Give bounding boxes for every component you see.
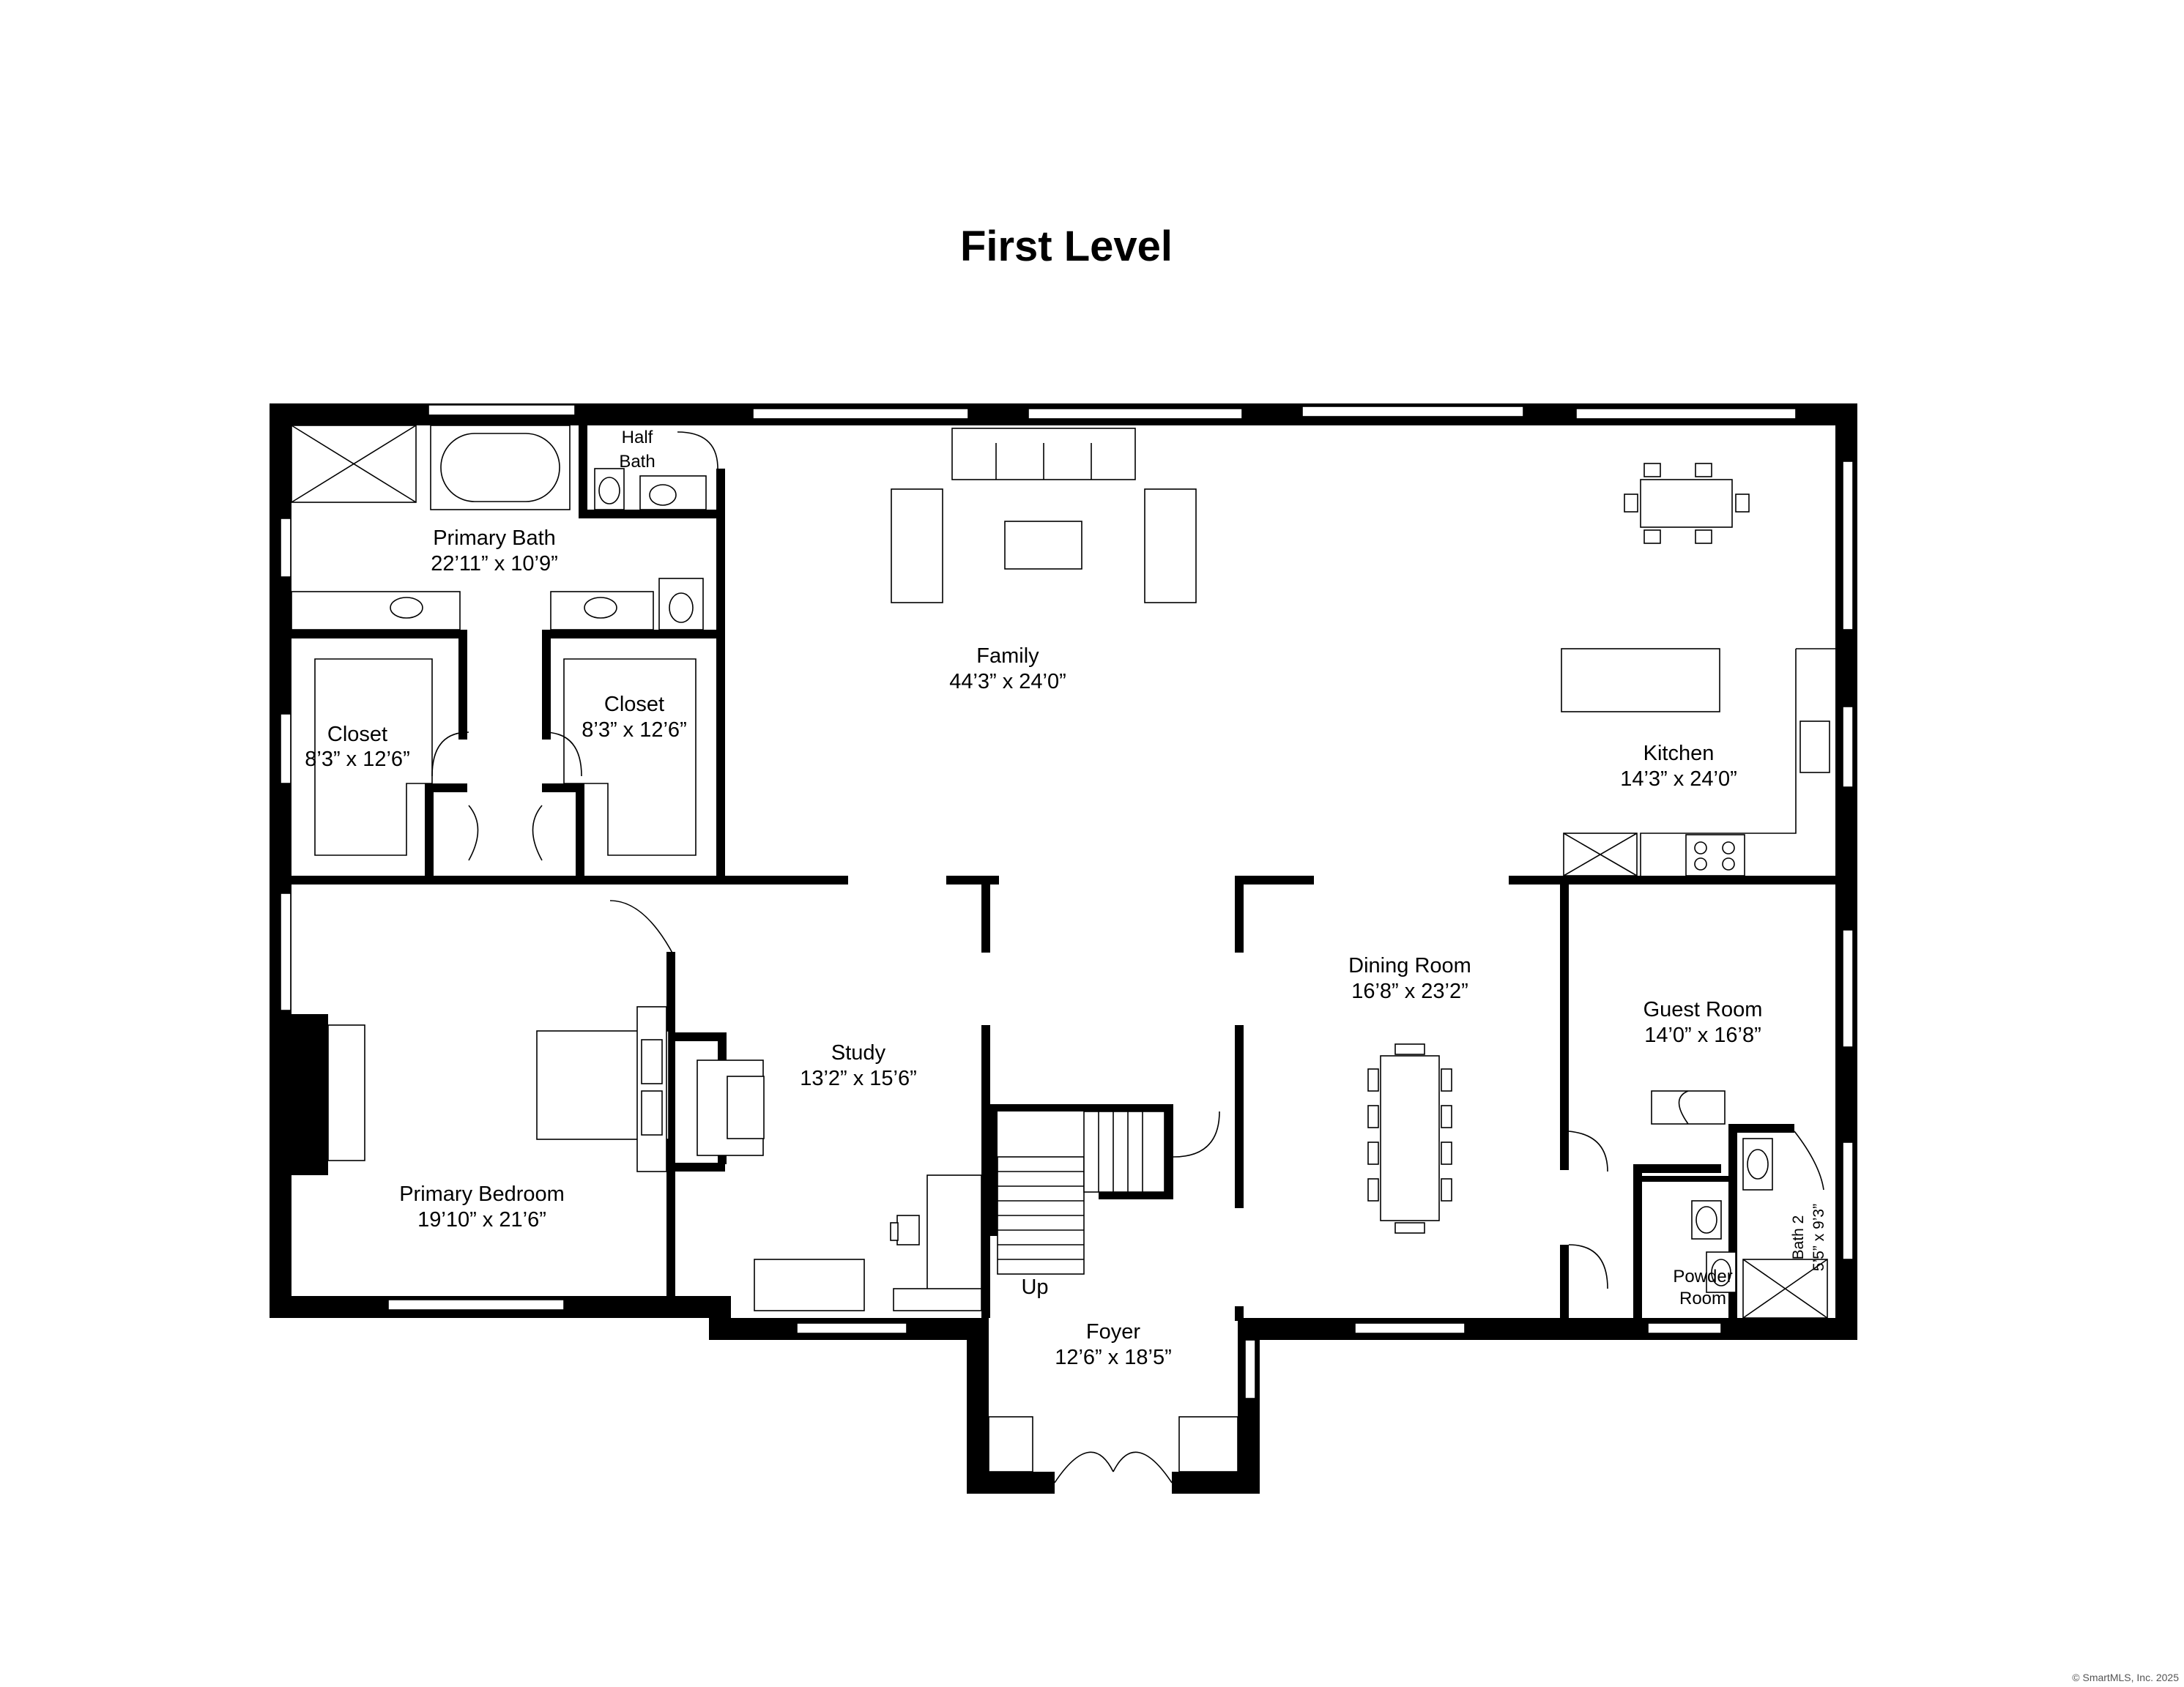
windows [280,404,1854,1399]
foyer-label: Foyer [1086,1320,1140,1344]
family-label: Family [976,644,1039,668]
half-bath-label-line1: Half [622,428,653,447]
study-label: Study [831,1041,886,1065]
foyer-size: 12’6” x 18’5” [1055,1346,1172,1369]
study-furniture [697,1060,982,1311]
bath-2-label: Bath 2 [1790,1215,1807,1260]
dining-room-label: Dining Room [1348,954,1471,977]
closet-right-size: 8’3” x 12’6” [582,718,686,742]
primary-bedroom-label: Primary Bedroom [399,1183,565,1206]
guest-and-bath-fixtures [1568,1090,1828,1319]
half-bath-label-line2: Bath [619,452,655,472]
family-furniture [891,428,1197,603]
kitchen-label: Kitchen [1643,742,1715,765]
study-size: 13’2” x 15’6” [800,1067,917,1090]
powder-room-label-line2: Room [1679,1289,1726,1308]
bath-2-size: 5’5” x 9’3” [1810,1204,1827,1271]
family-size: 44’3” x 24’0” [949,670,1066,693]
closet-right-label: Closet [604,693,664,716]
kitchen-size: 14’3” x 24’0” [1620,767,1737,791]
guest-room-label: Guest Room [1643,998,1763,1021]
copyright-watermark: © SmartMLS, Inc. 2025 [2072,1672,2179,1683]
half-bath-fixtures [594,431,718,510]
primary-bath-fixtures [291,425,704,630]
closet-left-size: 8’3” x 12’6” [305,748,409,771]
kitchen-fixtures [1561,463,1835,876]
dining-furniture [1367,1043,1452,1234]
primary-bath-size: 22’11” x 10’9” [431,552,558,576]
bedroom-furniture [327,900,675,1172]
room-labels: Half Bath Primary Bath 22’11” x 10’9” Cl… [305,428,1827,1369]
primary-bath-label: Primary Bath [433,526,556,550]
stairs [997,1111,1220,1275]
guest-room-size: 14’0” x 16’8” [1644,1024,1761,1047]
closet-outlines [314,658,697,861]
plan-title: First Level [960,223,1173,270]
stairs-up-label: Up [1021,1276,1048,1299]
foyer-entry-closets [988,1416,1238,1483]
primary-bedroom-size: 19’10” x 21’6” [417,1208,546,1232]
powder-room-label-line1: Powder [1673,1267,1732,1286]
interior-walls [291,425,1835,1325]
closet-left-label: Closet [327,723,387,746]
dining-room-size: 16’8” x 23’2” [1351,980,1468,1003]
